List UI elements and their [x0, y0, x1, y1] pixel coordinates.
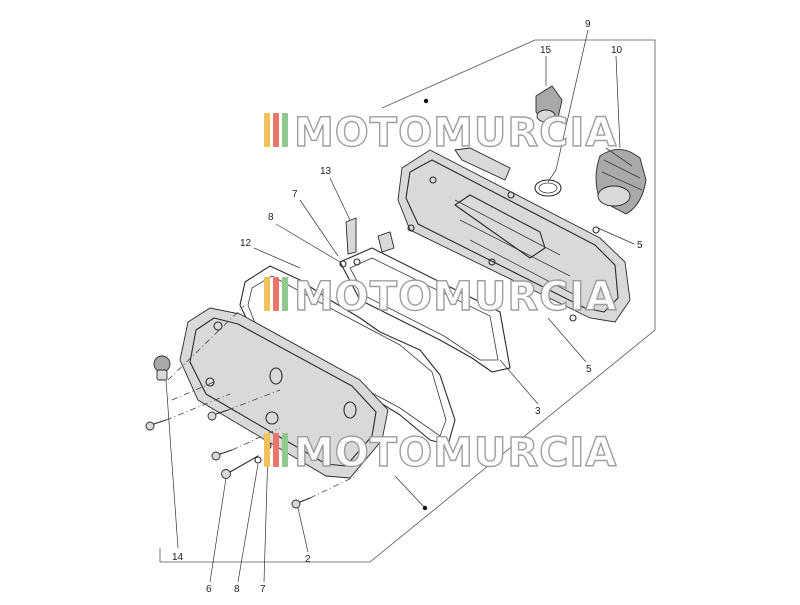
- gasket: [339, 247, 511, 373]
- assembly-axes: [165, 305, 357, 499]
- valve-cover-housing: [397, 147, 631, 323]
- callout-8-upper: 8: [268, 212, 274, 223]
- callout-6: 6: [206, 584, 212, 595]
- washer-8: [254, 456, 262, 464]
- frame-dot-top: [423, 98, 429, 104]
- watermark-logo-text: MOTOMURCIA: [294, 430, 617, 476]
- watermark-stripe-1: [264, 433, 270, 467]
- screw-bottom: [291, 497, 311, 509]
- watermark-logo-text: MOTOMURCIA: [294, 110, 617, 156]
- watermark-stripe-2: [273, 277, 279, 311]
- watermark-stripe-3: [282, 277, 288, 311]
- watermark-stripe-3: [282, 113, 288, 147]
- watermark-stripe-1: [264, 113, 270, 147]
- small-brackets: [339, 217, 415, 268]
- callout-12: 12: [240, 238, 252, 249]
- screw-left-1: [145, 419, 167, 431]
- cover-plate: [179, 307, 389, 479]
- watermark-logo-text: MOTOMURCIA: [294, 274, 617, 320]
- callout-10: 10: [611, 45, 623, 56]
- callout-15: 15: [540, 45, 552, 56]
- intake-hose: [595, 147, 647, 215]
- long-bolt: [221, 455, 259, 479]
- callout-9: 9: [585, 19, 591, 30]
- callout-5-lower: 5: [586, 364, 592, 375]
- assembly-frame: [159, 39, 656, 563]
- screw-left-3: [211, 449, 233, 461]
- screw-left-2: [207, 409, 229, 421]
- watermark-stripe-1: [264, 277, 270, 311]
- callout-labels: 9 15 10 13 7 8 12 5 5 3 2 14 6 8 7: [172, 19, 643, 595]
- watermark-stripe-3: [282, 433, 288, 467]
- watermark-middle: MOTOMURCIA: [264, 273, 617, 321]
- callout-13: 13: [320, 166, 332, 177]
- callout-5-upper: 5: [637, 240, 643, 251]
- leader-lines: [165, 29, 635, 583]
- callout-8-lower: 8: [234, 584, 240, 595]
- callout-7-lower: 7: [260, 584, 266, 595]
- watermark-top: MOTOMURCIA: [264, 109, 617, 157]
- callout-7-upper: 7: [292, 189, 298, 200]
- hose-clamp: [534, 179, 562, 197]
- watermark-bottom: MOTOMURCIA: [264, 429, 617, 477]
- breather-fitting: [535, 85, 563, 125]
- callout-14: 14: [172, 552, 184, 563]
- callout-3: 3: [535, 406, 541, 417]
- watermark-stripe-2: [273, 113, 279, 147]
- watermark-stripe-2: [273, 433, 279, 467]
- callout-2: 2: [305, 554, 311, 565]
- filler-cap: [153, 355, 171, 381]
